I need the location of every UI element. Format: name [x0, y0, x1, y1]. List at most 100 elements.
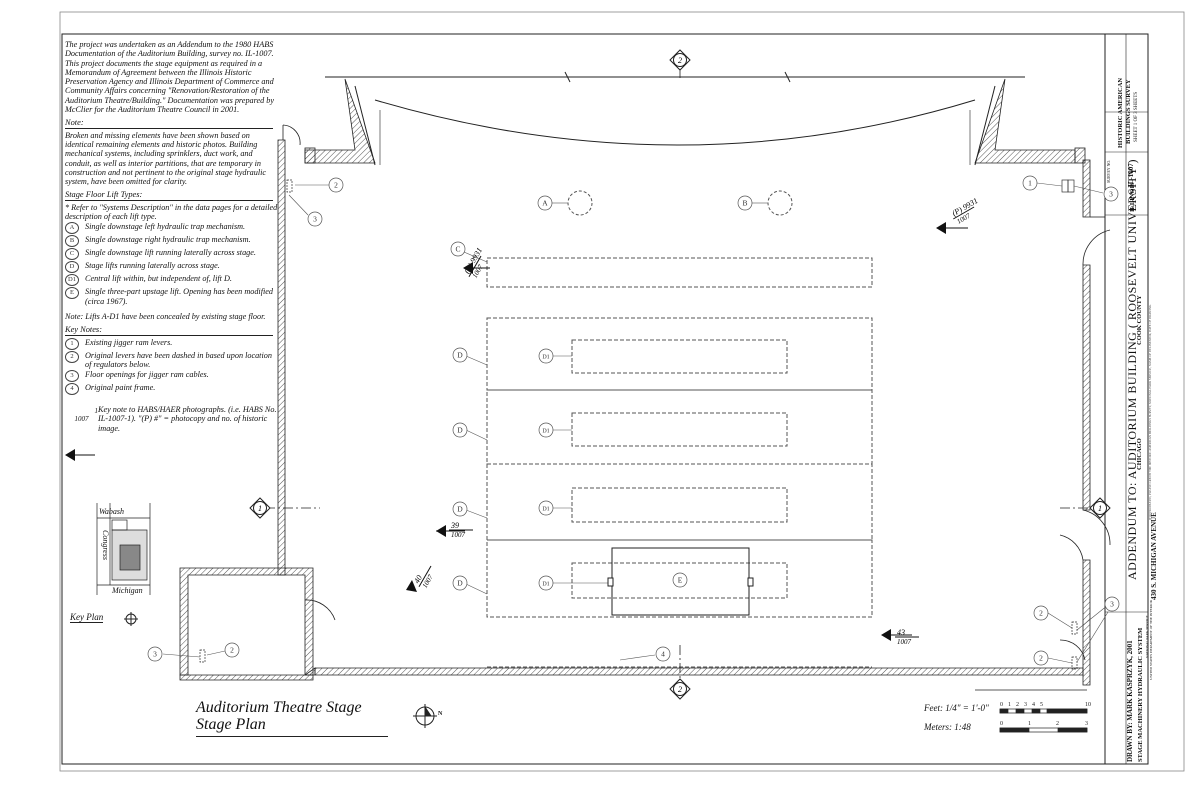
svg-text:1: 1 [258, 504, 262, 513]
key-symbol: 1 [65, 337, 79, 350]
section-marker-2-bottom: 2 [669, 678, 691, 700]
lift-description: Single three-part upstage lift. Opening … [85, 287, 273, 306]
feet-tick: 4 [1032, 702, 1035, 708]
note-heading: Note: [65, 118, 273, 129]
lift-a-outline [567, 190, 593, 216]
lift-type-list: A Single downstage left hydraulic trap me… [65, 222, 280, 306]
lift-symbol: A [65, 222, 79, 235]
lift-symbol: E [65, 287, 79, 300]
key-symbol: 3 [65, 370, 79, 383]
svg-text:4: 4 [661, 650, 665, 659]
svg-text:A: A [542, 199, 548, 208]
key-tag-3: 3 [307, 211, 323, 227]
svg-text:D1: D1 [542, 355, 549, 361]
section-marker-1-right: 1 [1089, 497, 1111, 519]
svg-text:D: D [457, 351, 463, 360]
svg-text:3: 3 [1110, 600, 1114, 609]
svg-text:40: 40 [412, 574, 424, 585]
lift-tag-d: D [452, 422, 468, 438]
intro-text: The project was undertaken as an Addendu… [65, 40, 275, 115]
svg-text:2: 2 [1039, 654, 1043, 663]
svg-text:1: 1 [1028, 179, 1032, 188]
feet-tick: 3 [1024, 702, 1027, 708]
lift-description: Stage lifts running laterally across sta… [85, 261, 220, 271]
lift-tag-d1: D1 [538, 348, 554, 364]
meter-tick: 2 [1056, 721, 1059, 727]
photo-arrows [65, 222, 968, 641]
key-notes-heading: Key Notes: [65, 325, 273, 336]
survey-number: IL-1007 [1127, 163, 1135, 187]
sheet-number: SHEET 1 OF 3 SHEETS [1134, 91, 1139, 142]
svg-text:B: B [742, 199, 747, 208]
proscenium-wall [304, 71, 1076, 166]
svg-text:3: 3 [1109, 190, 1113, 199]
lift-tag-b: B [737, 195, 753, 211]
key-tag-4: 4 [655, 646, 671, 662]
outer-border [59, 11, 1185, 772]
key-tag-3: 3 [1104, 596, 1120, 612]
feet-tick: 0 [1000, 702, 1003, 708]
lift-d-outlines [486, 317, 873, 618]
key-symbol: 4 [65, 383, 79, 396]
lift-tag-d1: D1 [538, 500, 554, 516]
habs-line-2: BUILDINGS SURVEY [1125, 79, 1132, 144]
key-symbol: 2 [65, 350, 79, 363]
svg-text:1007: 1007 [421, 573, 435, 590]
section-cuts [265, 68, 1095, 680]
feet-tick: 1 [1008, 702, 1011, 708]
meter-tick: 3 [1085, 721, 1088, 727]
svg-text:1: 1 [1098, 504, 1102, 513]
meter-tick: 0 [1000, 721, 1003, 727]
city: CHICAGO [1136, 438, 1143, 470]
key-tag-2: 2 [1033, 650, 1049, 666]
lift-tag-c: C [450, 241, 466, 257]
photo-key-number: 1 [94, 407, 99, 416]
lift-description: Single downstage left hydraulic trap mec… [85, 222, 246, 232]
key-note-row: 1 Existing jigger ram levers. [65, 337, 280, 350]
svg-text:1007: 1007 [897, 638, 912, 646]
scale-bars [975, 689, 1088, 733]
system-name: STAGE MACHINERY HYDRAULIC SYSTEM [1137, 627, 1144, 762]
address: 430 S. MICHIGAN AVENUE [1150, 512, 1158, 600]
fine-print: IF REPRODUCED, PLEASE CREDIT THE HISTORI… [1148, 304, 1152, 520]
meter-tick: 1 [1028, 721, 1031, 727]
feet-tick: 2 [1016, 702, 1019, 708]
title-line-1: Auditorium Theatre Stage [196, 699, 362, 716]
svg-text:E: E [678, 576, 683, 585]
photo-key-legend: 1 1007 Key note to HABS/HAER photographs… [65, 405, 280, 433]
general-notes: The project was undertaken as an Addendu… [65, 40, 280, 433]
svg-text:2: 2 [334, 181, 338, 190]
lift-note: Note: Lifts A-D1 have been concealed by … [65, 311, 266, 321]
svg-text:D: D [457, 505, 463, 514]
meters-scale-label: Meters: 1:48 [924, 722, 971, 732]
note-text: Broken and missing elements have been sh… [65, 130, 267, 187]
key-plan-label: Key Plan [70, 612, 104, 623]
title-underline [196, 736, 388, 737]
svg-text:2: 2 [678, 56, 682, 65]
svg-text:3: 3 [313, 215, 317, 224]
lift-c-outline [486, 257, 873, 288]
lift-description: Single downstage right hydraulic trap me… [85, 235, 251, 245]
stage-walls [179, 139, 1091, 686]
svg-text:2: 2 [1039, 609, 1043, 618]
key-description: Existing jigger ram levers. [85, 337, 173, 347]
key-tag-1: 1 [1022, 175, 1038, 191]
lift-description: Single downstage lift running laterally … [85, 248, 256, 258]
agency-doi: UNITED STATES DEPARTMENT OF THE INTERIOR [1149, 599, 1153, 680]
feet-tick: 10 [1085, 702, 1091, 708]
key-tag-2: 2 [328, 177, 344, 193]
section-marker-1-left: 1 [249, 497, 271, 519]
svg-text:D1: D1 [542, 507, 549, 513]
feet-tick: 5 [1040, 702, 1043, 708]
svg-text:3: 3 [153, 650, 157, 659]
